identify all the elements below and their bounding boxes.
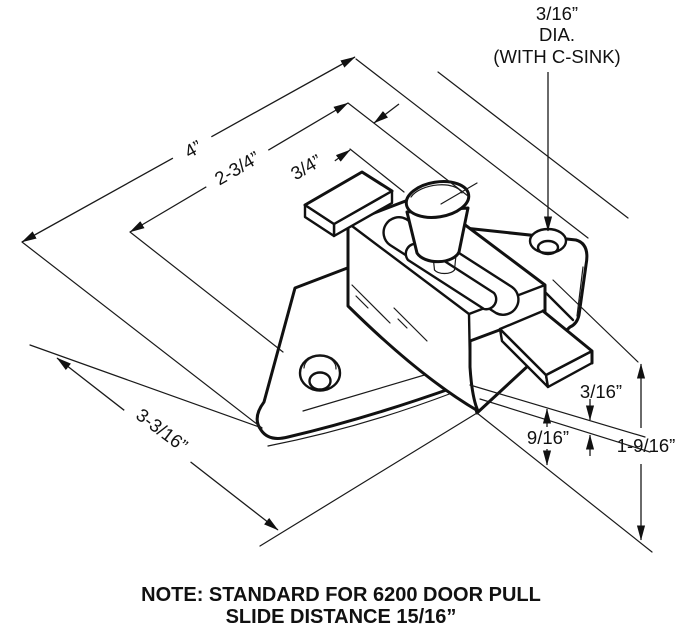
- label-mask: [275, 142, 337, 192]
- knob-top-face: [404, 180, 471, 219]
- csink-callout: 3/16” DIA. (WITH C-SINK): [493, 3, 620, 67]
- csink-callout-line3: (WITH C-SINK): [493, 46, 620, 67]
- dim-label-offset: 2-3/4”: [211, 147, 263, 189]
- drawing-note: NOTE: STANDARD FOR 6200 DOOR PULL SLIDE …: [141, 584, 541, 628]
- latch-part: [255, 170, 594, 447]
- latch-housing-body: [346, 192, 547, 413]
- label-mask: [199, 139, 275, 197]
- note-line2: SLIDE DISTANCE 15/16”: [226, 606, 457, 628]
- screw-hole-lower-left: [298, 354, 342, 392]
- dim-label-bolt-thickness: 3/16”: [580, 381, 622, 402]
- label-mask: [167, 127, 219, 171]
- note-line1: NOTE: STANDARD FOR 6200 DOOR PULL: [141, 584, 541, 606]
- dim-line-bar-width-right: [373, 103, 400, 124]
- label-mask: [121, 395, 203, 465]
- latch-knob-cone: [404, 180, 478, 275]
- dim-label-bolt-drop: 9/16”: [527, 427, 569, 448]
- csink-callout-line1: 3/16”: [536, 3, 578, 24]
- csink-callout-line2: DIA.: [539, 24, 575, 45]
- dim-label-total-height: 1-9/16”: [617, 435, 676, 456]
- screw-hole-upper-right: [528, 227, 568, 256]
- slide-bolt-latch-end: [498, 309, 594, 389]
- dim-label-plate-span: 3-3/16”: [132, 404, 191, 456]
- front-face-hatch-lines: [351, 284, 428, 342]
